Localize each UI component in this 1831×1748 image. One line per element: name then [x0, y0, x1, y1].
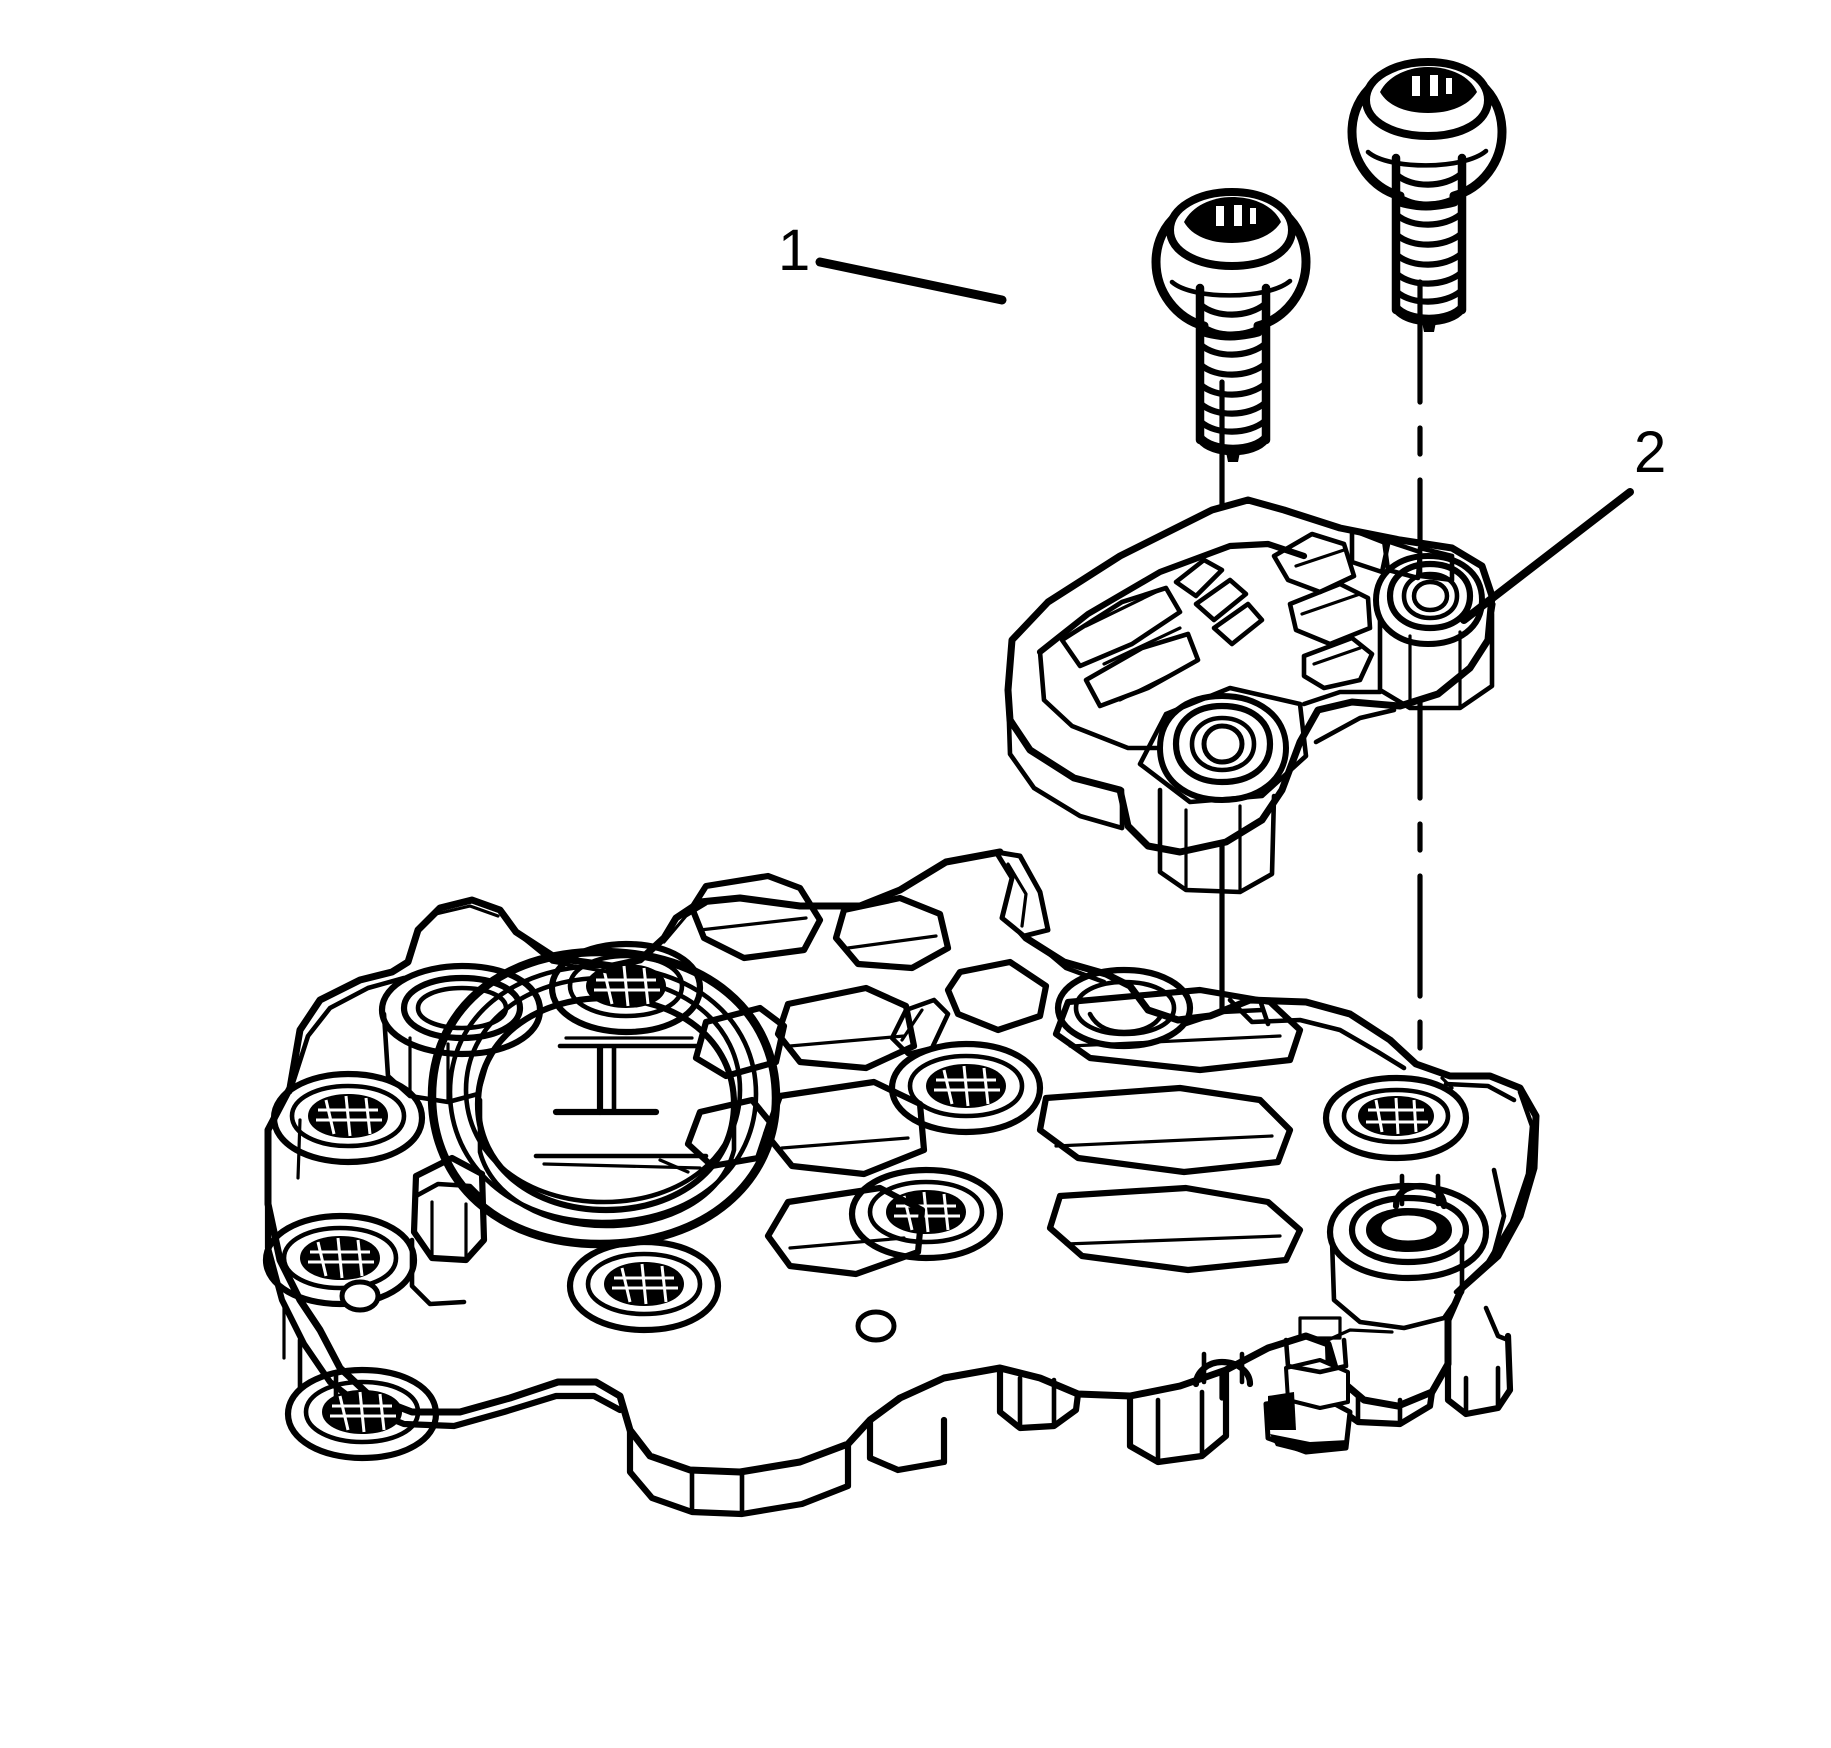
bolt-right	[1347, 58, 1507, 332]
boss-bottom-left	[284, 1366, 440, 1462]
connector-detail	[1263, 1316, 1353, 1455]
callout-leaders	[815, 257, 1634, 624]
right-pad	[889, 997, 951, 1057]
leader-1	[815, 257, 1007, 305]
housing-cover	[262, 848, 1540, 1518]
bolt-left	[1151, 188, 1311, 462]
boss-right-upper	[888, 1040, 1044, 1136]
boss-bottom-middle	[566, 1238, 722, 1334]
boss-bottom-right	[848, 1166, 1004, 1262]
boss-top-right-tube	[1054, 966, 1194, 1050]
boss-left-upper	[270, 1070, 426, 1166]
callout-label-1: 1	[778, 218, 811, 283]
boss-right-far	[1322, 1074, 1470, 1162]
boss-left-lower	[262, 1212, 418, 1308]
top-tab	[993, 849, 1051, 939]
callout-label-2: 2	[1634, 420, 1667, 485]
right-bridge	[1227, 997, 1407, 1071]
edge-contours	[287, 943, 1535, 1343]
boss-top-left-tube	[378, 962, 544, 1105]
bolt-hole-right	[1392, 1173, 1448, 1210]
mount-bracket	[1004, 496, 1496, 895]
edge-contours-thin	[296, 902, 1454, 1342]
small-hole-lower	[855, 1309, 897, 1343]
bolt-hole-left	[1192, 1351, 1254, 1388]
leader-2	[1460, 488, 1634, 624]
left-step-ledge	[409, 1154, 488, 1307]
boss-lower-right-tube	[1326, 1182, 1490, 1331]
face-rib-pockets	[684, 872, 1304, 1278]
boss-top-middle	[548, 940, 704, 1036]
face-rib-shadows	[698, 916, 1282, 1250]
locating-hole	[339, 1279, 381, 1313]
